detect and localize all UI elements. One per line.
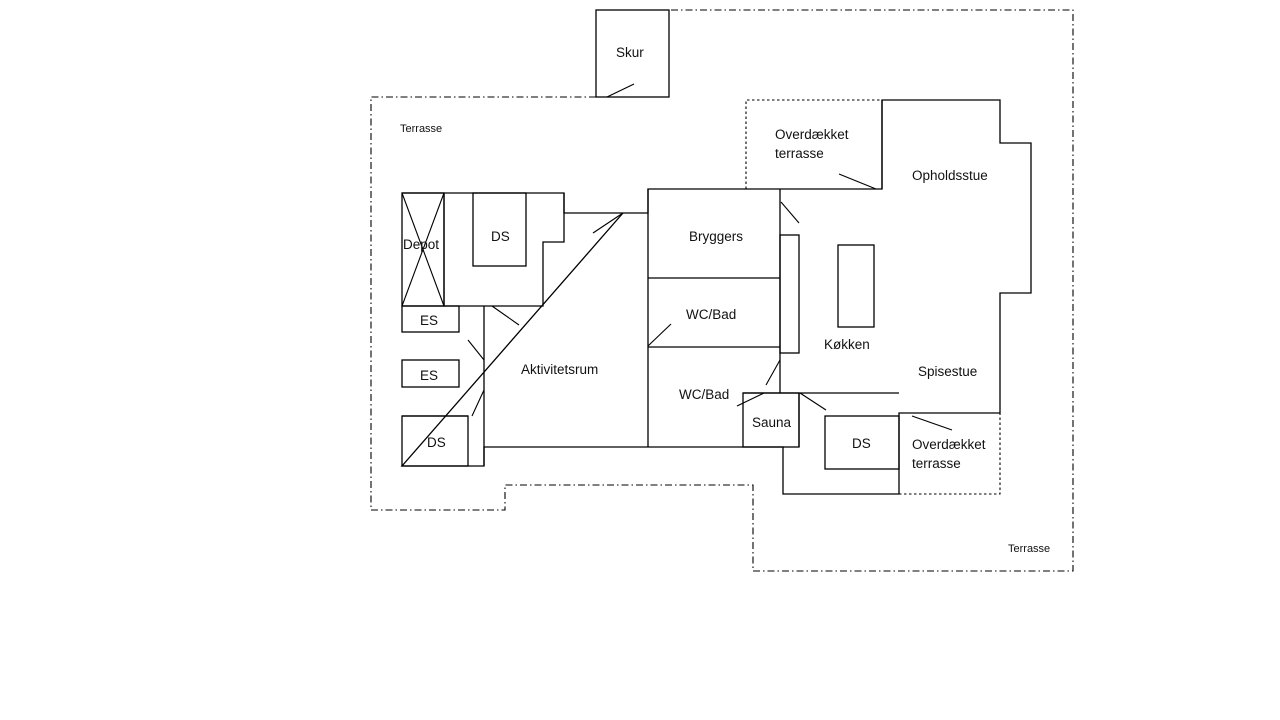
door-7 (838, 173, 877, 190)
door-5 (647, 323, 672, 347)
door-8 (765, 359, 781, 386)
label-overdaekket-top-1: Overdækket (775, 127, 849, 142)
es-room-2 (401, 359, 460, 388)
terrace-boundary-top (370, 9, 1074, 572)
door-4 (592, 212, 624, 234)
label-aktivitetsrum: Aktivitetsrum (521, 362, 598, 377)
label-opholdsstue: Opholdsstue (912, 168, 988, 183)
kitchen-island (837, 244, 875, 328)
label-terrasse-top: Terrasse (400, 123, 442, 135)
ds-top-box (472, 192, 527, 267)
ds-right-box (824, 415, 900, 470)
house-outline (400, 99, 1032, 495)
door-10 (799, 392, 827, 411)
label-overdaekket-bottom-1: Overdækket (912, 437, 986, 452)
label-wc-bad-1: WC/Bad (686, 307, 736, 322)
door-1 (491, 305, 520, 326)
ds-area-walls (443, 193, 565, 307)
label-koekken: Køkken (824, 337, 870, 352)
door-11 (911, 415, 953, 431)
shed-outline (595, 9, 670, 98)
label-ds-right: DS (852, 436, 871, 451)
shed-door (606, 83, 635, 98)
label-skur: Skur (616, 45, 644, 60)
covered-terrace-top-outline (745, 99, 882, 189)
label-depot: Depot (403, 237, 439, 252)
label-sauna: Sauna (752, 415, 792, 430)
covered-terrace-bottom-outline (899, 413, 1001, 495)
label-bryggers: Bryggers (689, 229, 743, 244)
es-room-1 (401, 305, 460, 333)
counter (779, 234, 800, 354)
door-6 (780, 201, 800, 224)
label-ds-top: DS (491, 229, 510, 244)
label-wc-bad-2: WC/Bad (679, 387, 729, 402)
label-overdaekket-bottom-2: terrasse (912, 456, 961, 471)
label-es-1: ES (420, 313, 438, 328)
depot-cross-2 (401, 192, 445, 307)
door-3 (471, 389, 485, 417)
ds-left-box (401, 415, 469, 467)
label-terrasse-bottom: Terrasse (1008, 543, 1050, 555)
label-ds-left: DS (427, 435, 446, 450)
label-spisestue: Spisestue (918, 364, 977, 379)
door-2 (467, 339, 485, 361)
label-es-2: ES (420, 368, 438, 383)
door-9 (736, 392, 765, 407)
label-overdaekket-top-2: terrasse (775, 146, 824, 161)
